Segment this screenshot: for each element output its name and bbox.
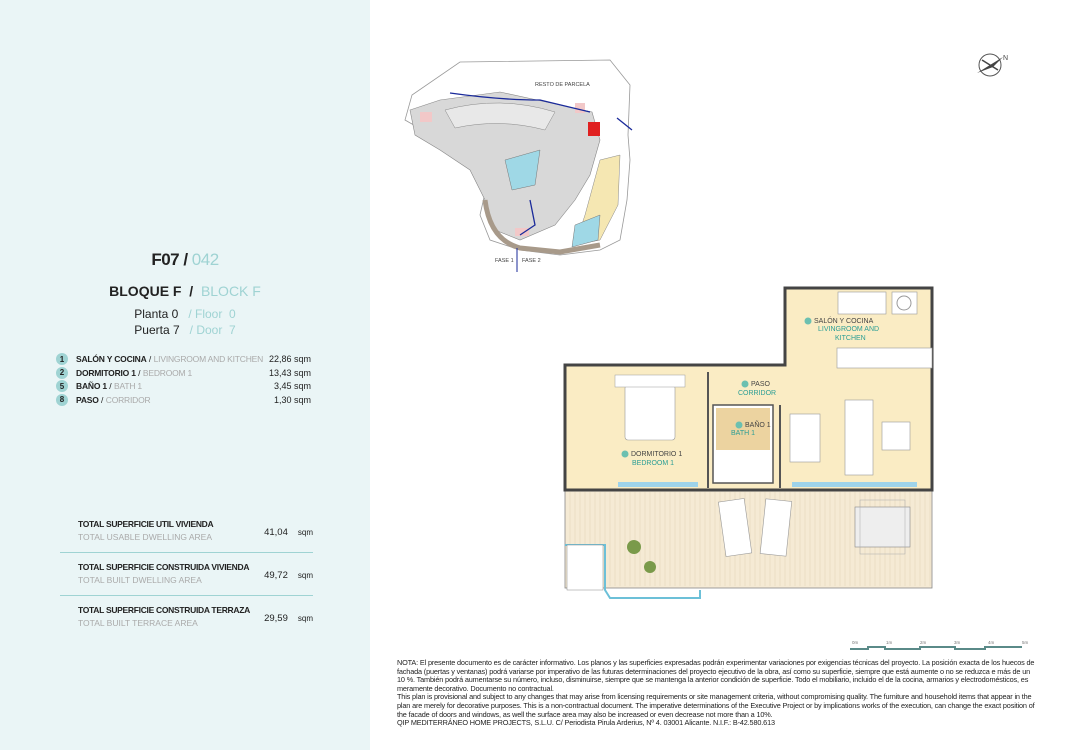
scale-tick-label: 4m (988, 640, 995, 645)
plans: RESTO DE PARCELA FASE 1 FASE 2 N SALÓN Y… (404, 53, 1029, 650)
room-number-badge: 5 (56, 380, 68, 392)
site-plan: RESTO DE PARCELA FASE 1 FASE 2 (404, 59, 633, 272)
plan-label-kitchen-en: KITCHEN (835, 335, 866, 342)
scale-tick-label: 5m (1022, 640, 1029, 645)
scale-tick-label: 3m (954, 640, 961, 645)
total-row: TOTAL SUPERFICIE UTIL VIVIENDA TOTAL USAB… (78, 519, 313, 549)
room-number-badge: 2 (56, 366, 68, 379)
total-label: TOTAL SUPERFICIE CONSTRUIDA VIVIENDA (78, 562, 250, 572)
site-rest-label: RESTO DE PARCELA (535, 82, 590, 88)
room-name-en: BEDROOM 1 (142, 367, 193, 378)
room-area: 22,86 sqm (268, 354, 311, 364)
info-panel: F07 / 042 BLOQUE F / BLOCK F Planta 0 / … (0, 0, 370, 750)
scale-tick-label: 1m (886, 640, 893, 645)
svg-text:N: N (1003, 55, 1008, 62)
total-label: TOTAL SUPERFICIE CONSTRUIDA TERRAZA (78, 605, 250, 615)
scale-tick-label: 0m (852, 640, 859, 645)
note-spanish: NOTA: El presente documento es de caráct… (397, 658, 1035, 693)
company-info: QIP MEDITERRÁNEO HOME PROJECTS, S.L.U. C… (397, 718, 775, 728)
north-compass-icon: N (977, 53, 1008, 77)
plan-label-bath-en: BATH 1 (731, 430, 755, 437)
unit-code: F07 / 042 (151, 250, 219, 269)
divider (60, 595, 313, 596)
room-number-badge: 8 (56, 393, 68, 406)
total-row: TOTAL SUPERFICIE CONSTRUIDA TERRAZA TOTAL… (78, 605, 313, 635)
room-name: DORMITORIO 1 (76, 367, 136, 378)
note-english: This plan is provisional and subject to … (397, 692, 1035, 719)
total-label: TOTAL SUPERFICIE UTIL VIVIENDA (78, 519, 214, 529)
plan-label-bedroom-en: BEDROOM 1 (632, 460, 674, 467)
room-name: BAÑO 1 (76, 381, 107, 391)
total-label-en: TOTAL BUILT DWELLING AREA (78, 575, 202, 585)
plan-label-bath: BAÑO 1 (745, 420, 771, 429)
scale-tick-label: 2m (920, 640, 927, 645)
room-area: 1,30 sqm (273, 394, 311, 405)
room-name: PASO (76, 394, 99, 405)
scale-bar: 0m 1m 2m 3m 4m 5m (850, 640, 1029, 650)
divider (60, 552, 313, 553)
plan-label-living: SALÓN Y COCINA (814, 316, 874, 325)
plan-label-living-en: LIVINGROOM AND (818, 326, 879, 333)
total-row: TOTAL SUPERFICIE CONSTRUIDA VIVIENDA TOTA… (78, 562, 313, 592)
phase-1-label: FASE 1 (495, 258, 514, 264)
total-label-en: TOTAL USABLE DWELLING AREA (78, 532, 212, 542)
phase-2-label: FASE 2 (522, 258, 541, 264)
block-label: BLOQUE F / BLOCK F (109, 283, 261, 299)
door-label: Puerta 7 / Door 7 (134, 323, 236, 337)
legal-note: NOTA: El presente documento es de caráct… (397, 658, 1037, 728)
floor-plan: SALÓN Y COCINA LIVINGROOM AND KITCHEN PA… (563, 286, 934, 599)
total-label-en: TOTAL BUILT TERRACE AREA (78, 618, 198, 628)
room-name: SALÓN Y COCINA (76, 354, 147, 364)
room-number-badge: 1 (56, 353, 68, 365)
plan-label-bedroom: DORMITORIO 1 (631, 451, 682, 458)
unit-location-marker (588, 122, 600, 136)
room-area: 3,45 sqm (273, 381, 311, 391)
plan-label-corridor-en: CORRIDOR (738, 390, 776, 397)
room-area: 13,43 sqm (268, 367, 311, 378)
room-name-en: LIVINGROOM AND KITCHEN (153, 354, 264, 364)
floor-label: Planta 0 / Floor 0 (134, 307, 236, 321)
room-name-en: BATH 1 (114, 381, 142, 391)
room-name-en: CORRIDOR (105, 394, 151, 405)
plan-label-corridor: PASO (751, 381, 770, 388)
